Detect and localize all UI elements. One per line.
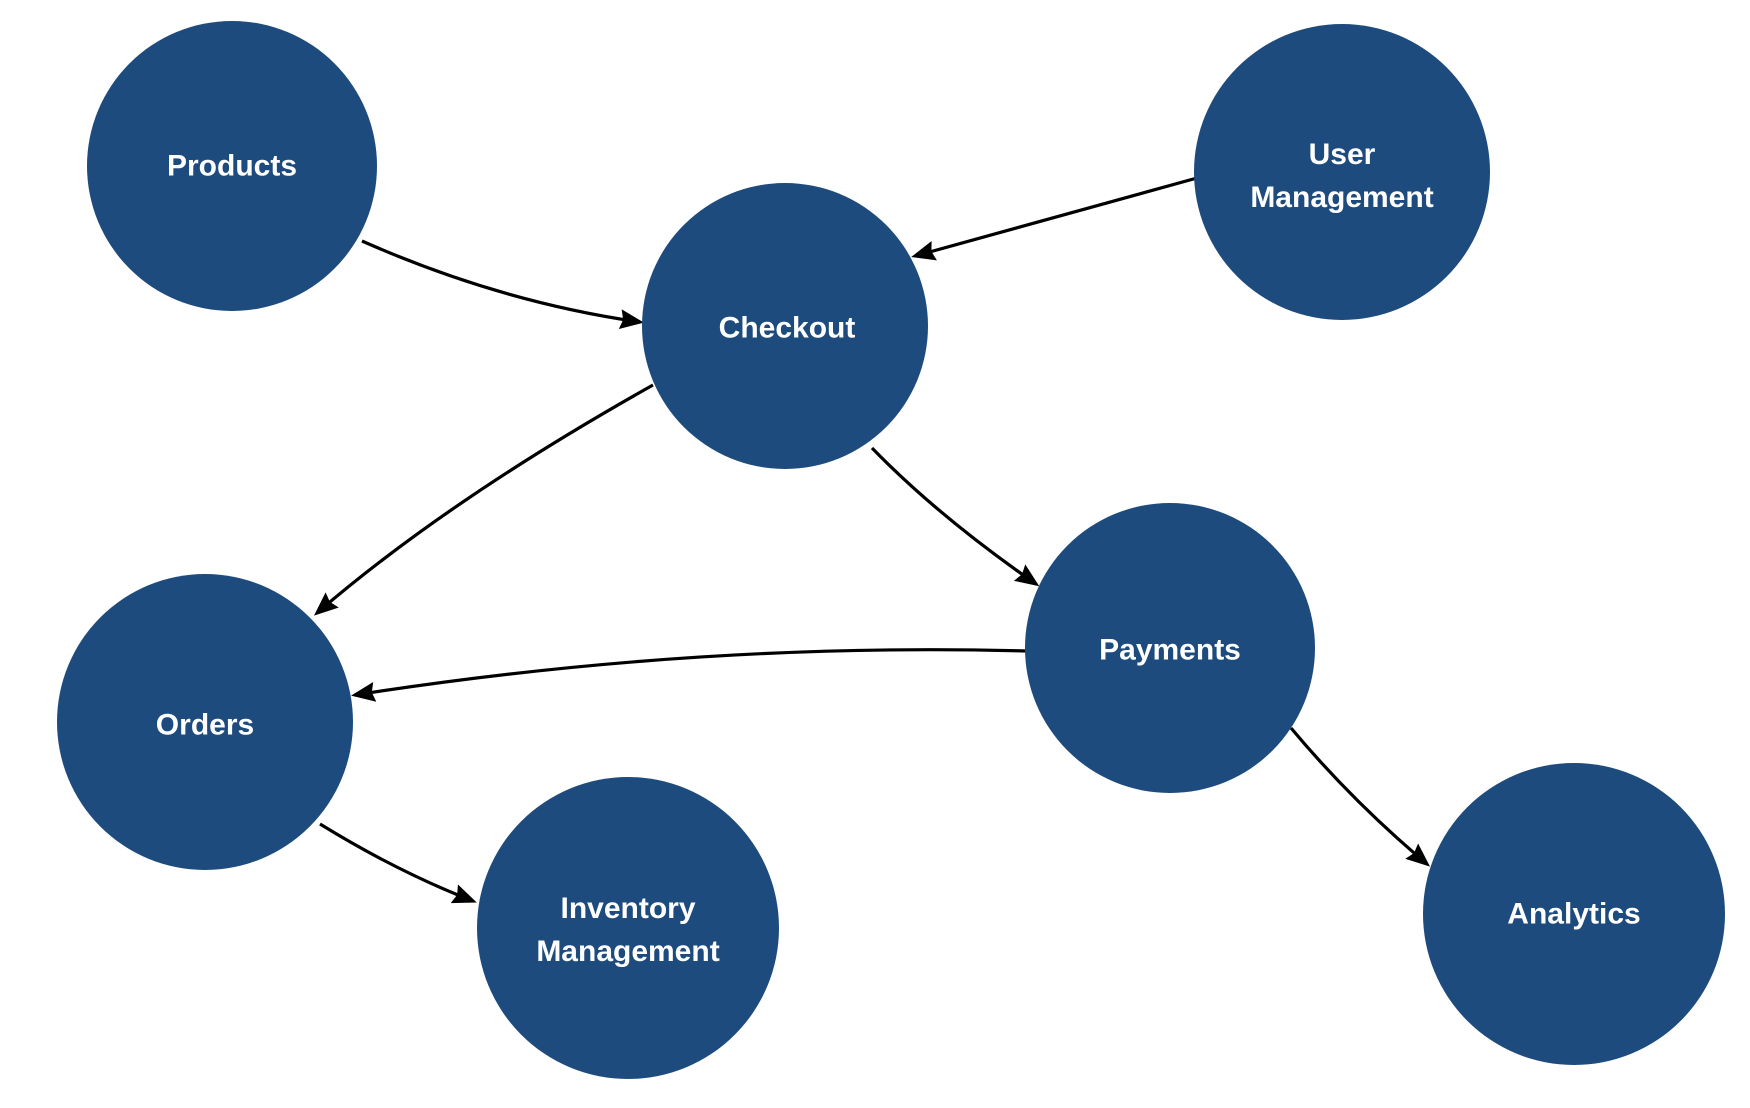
edge-layer — [313, 176, 1431, 904]
edge-orders-to-inventory-management — [319, 822, 477, 904]
edge-user-management-to-checkout — [911, 176, 1198, 261]
edge-checkout-to-orders — [313, 383, 654, 616]
node-circle-checkout[interactable] — [642, 183, 928, 469]
edge-payments-to-analytics — [1289, 726, 1431, 867]
edge-checkout-to-payments — [870, 446, 1040, 587]
node-circle-inventory-management[interactable] — [477, 777, 779, 1079]
node-circle-products[interactable] — [87, 21, 377, 311]
node-circle-orders[interactable] — [57, 574, 353, 870]
node-circle-analytics[interactable] — [1423, 763, 1725, 1065]
edge-payments-to-orders — [351, 648, 1028, 702]
edge-products-to-checkout — [361, 239, 644, 330]
node-circle-user-management[interactable] — [1194, 24, 1490, 320]
node-circle-payments[interactable] — [1025, 503, 1315, 793]
node-layer — [57, 21, 1725, 1079]
